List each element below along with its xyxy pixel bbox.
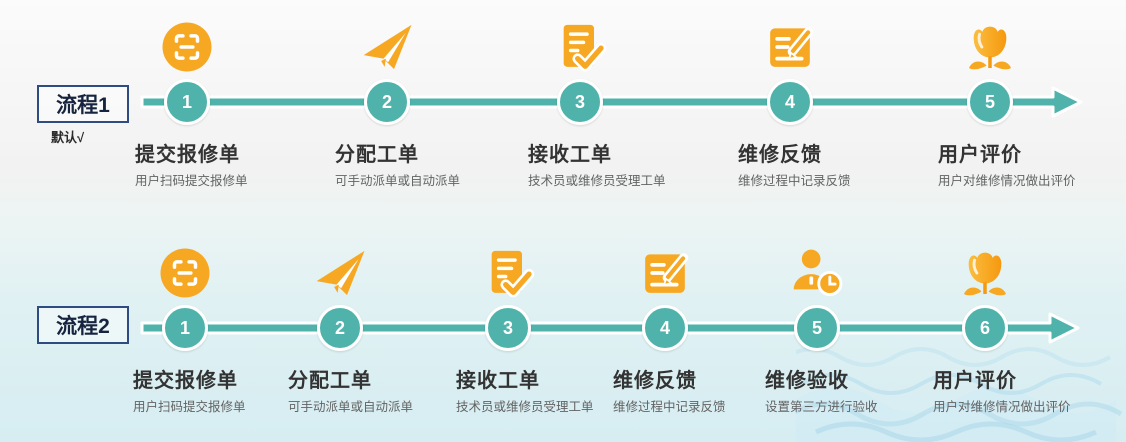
step-title: 分配工单 (288, 370, 372, 392)
step-number-badge: 3 (485, 305, 531, 351)
tulip-icon (957, 245, 1013, 301)
step-number: 1 (181, 91, 192, 112)
step-number: 2 (334, 317, 345, 338)
flow2-timeline-arrow (140, 312, 1080, 344)
step-desc: 维修过程中记录反馈 (738, 174, 851, 188)
flow1-default-note: 默认√ (51, 130, 85, 145)
step-number: 1 (179, 317, 190, 338)
paper-plane-icon (359, 19, 415, 75)
water-ripple-decoration (796, 347, 1123, 442)
document-edit-icon (637, 245, 693, 301)
step-number-badge: 5 (794, 305, 840, 351)
step-title: 分配工单 (335, 144, 419, 166)
step-number-badge: 4 (642, 305, 688, 351)
tulip-icon (962, 19, 1018, 75)
document-edit-icon (762, 19, 818, 75)
step-title: 维修验收 (765, 370, 849, 392)
flow2-label: 流程2 (37, 306, 129, 344)
step-desc: 技术员或维修员受理工单 (528, 174, 666, 188)
step-number-badge: 5 (967, 79, 1013, 125)
step-desc: 设置第三方进行验收 (765, 400, 878, 414)
step-number: 5 (811, 317, 822, 338)
document-check-icon (552, 19, 608, 75)
step-number: 3 (574, 91, 585, 112)
scan-icon (157, 245, 213, 301)
step-number-badge: 4 (767, 79, 813, 125)
flow1-timeline-arrow (140, 86, 1083, 118)
person-clock-icon (789, 245, 845, 301)
step-number-badge: 2 (364, 79, 410, 125)
flow2-label-text: 流程2 (56, 315, 110, 338)
step-number-badge: 2 (317, 305, 363, 351)
step-number: 6 (979, 317, 990, 338)
step-title: 维修反馈 (613, 370, 697, 392)
step-number: 4 (784, 91, 795, 112)
step-number: 4 (659, 317, 670, 338)
step-number-badge: 6 (962, 305, 1008, 351)
step-desc: 用户对维修情况做出评价 (938, 174, 1076, 188)
step-desc: 用户扫码提交报修单 (135, 174, 248, 188)
step-title: 用户评价 (933, 370, 1017, 392)
flow1-label-text: 流程1 (56, 94, 110, 117)
flow1-label: 流程1 (37, 85, 129, 123)
step-number: 2 (381, 91, 392, 112)
step-number: 5 (984, 91, 995, 112)
step-number: 3 (502, 317, 513, 338)
step-number-badge: 1 (162, 305, 208, 351)
document-check-icon (480, 245, 536, 301)
step-desc: 可手动派单或自动派单 (335, 174, 461, 188)
step-title: 接收工单 (456, 370, 540, 392)
step-title: 用户评价 (938, 144, 1022, 166)
step-number-badge: 1 (164, 79, 210, 125)
step-desc: 维修过程中记录反馈 (613, 400, 726, 414)
paper-plane-icon (312, 245, 368, 301)
step-desc: 技术员或维修员受理工单 (456, 400, 594, 414)
step-desc: 用户扫码提交报修单 (133, 400, 246, 414)
step-title: 提交报修单 (135, 144, 240, 166)
step-title: 维修反馈 (738, 144, 822, 166)
step-desc: 用户对维修情况做出评价 (933, 400, 1071, 414)
step-number-badge: 3 (557, 79, 603, 125)
step-title: 提交报修单 (133, 370, 238, 392)
scan-icon (159, 19, 215, 75)
step-title: 接收工单 (528, 144, 612, 166)
step-desc: 可手动派单或自动派单 (288, 400, 414, 414)
